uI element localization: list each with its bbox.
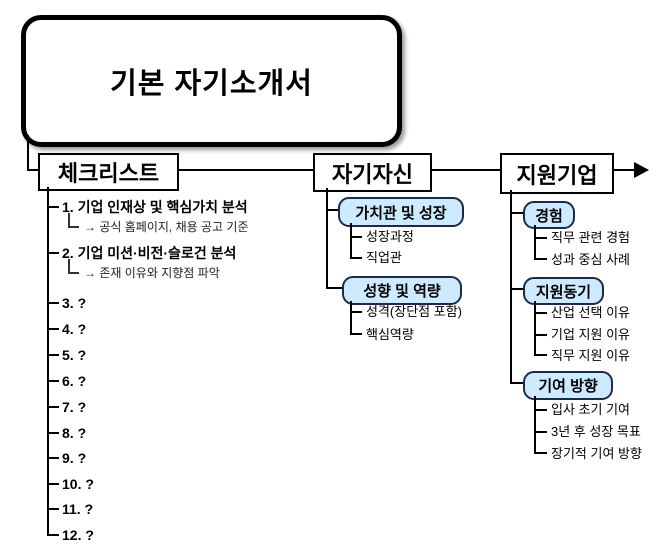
group-motivation: 지원동기 [523, 277, 604, 305]
sub-spine [350, 223, 352, 258]
root-connector-vertical [27, 135, 29, 171]
tick [47, 380, 59, 382]
group-experience: 경험 [523, 201, 575, 229]
checklist-item: 8. ? [62, 425, 87, 441]
checklist-item: 5. ? [62, 347, 87, 363]
tick [47, 457, 59, 459]
root-node-label: 기본 자기소개서 [110, 68, 313, 100]
tick [326, 209, 338, 211]
tick [47, 534, 59, 536]
group-experience-label: 경험 [535, 207, 563, 225]
checklist-item: 4. ? [62, 321, 87, 337]
group-contribution: 기여 방향 [523, 371, 613, 400]
checklist-item: 9. ? [62, 450, 87, 466]
tick [534, 334, 547, 336]
tick [534, 409, 547, 411]
leaf-item: 기업 지원 이유 [551, 327, 630, 342]
leaf-item: 산업 선택 이유 [551, 305, 630, 320]
checklist-item: 3. ? [62, 295, 87, 311]
leaf-item: 직업관 [366, 250, 402, 265]
group-values-growth-label: 가치관 및 성장 [355, 204, 447, 222]
checklist-item: 2. 기업 미션·비전·슬로건 분석 [62, 245, 237, 261]
leaf-item: 3년 후 성장 목표 [551, 424, 641, 439]
self-spine [326, 188, 328, 289]
tick [47, 483, 59, 485]
tick [47, 406, 59, 408]
leaf-item: 성과 중심 사례 [551, 252, 630, 267]
right-arrow-icon [634, 162, 649, 178]
checklist-item: 1. 기업 인재상 및 핵심가치 분석 [62, 199, 248, 215]
note-elbow [68, 213, 79, 228]
branch-checklist-label: 체크리스트 [57, 161, 160, 186]
branch-checklist-header: 체크리스트 [38, 153, 179, 191]
tick [534, 431, 547, 433]
checklist-item: 6. ? [62, 373, 87, 389]
tick [510, 212, 523, 214]
leaf-item: 직무 관련 경험 [551, 230, 630, 245]
branch-company-header: 지원기업 [500, 153, 614, 194]
tick [510, 288, 523, 290]
branch-self-header: 자기자신 [313, 153, 432, 192]
tick [534, 354, 547, 356]
tick [534, 452, 547, 454]
checklist-item-note: → 존재 이유와 지향점 파악 [84, 266, 220, 280]
leaf-item: 성장과정 [366, 229, 414, 244]
checklist-item: 12. ? [62, 527, 94, 543]
tick [350, 311, 362, 313]
tick [510, 382, 523, 384]
tick [47, 432, 59, 434]
tick [47, 328, 59, 330]
checklist-item-note: → 공식 홈페이지, 채용 공고 기준 [84, 220, 249, 234]
company-spine [510, 190, 512, 384]
tick [534, 237, 547, 239]
group-values-growth: 가치관 및 성장 [338, 197, 464, 227]
group-contribution-label: 기여 방향 [538, 378, 598, 395]
group-traits-competency-label: 성향 및 역량 [363, 283, 441, 300]
note-elbow [68, 259, 79, 274]
tick [534, 312, 547, 314]
root-node: 기본 자기소개서 [21, 15, 402, 147]
company-arrow-line [609, 169, 635, 171]
leaf-item: 장기적 기여 방향 [551, 446, 642, 461]
sub-spine [534, 396, 536, 454]
tick [350, 333, 362, 335]
leaf-item: 직무 지원 이유 [551, 348, 630, 363]
self-to-company-connector [428, 169, 500, 171]
group-motivation-label: 지원동기 [535, 283, 592, 301]
checklist-item: 10. ? [62, 476, 94, 492]
tick [534, 258, 547, 260]
checklist-item: 7. ? [62, 399, 87, 415]
branch-company-label: 지원기업 [516, 162, 598, 188]
leaf-item: 핵심역량 [366, 327, 414, 342]
checklist-spine [47, 187, 49, 536]
tick [47, 206, 59, 208]
checklist-to-self-connector [175, 169, 313, 171]
tick [47, 302, 59, 304]
tick [47, 508, 59, 510]
sub-spine [534, 301, 536, 356]
leaf-item: 성격(장단점 포함) [366, 304, 462, 319]
root-connector-horizontal [27, 169, 38, 171]
group-traits-competency: 성향 및 역량 [342, 276, 462, 305]
tick [47, 354, 59, 356]
sub-spine [350, 301, 352, 335]
leaf-item: 입사 초기 기여 [551, 402, 630, 417]
branch-self-label: 자기자신 [332, 161, 413, 187]
tick [350, 257, 362, 259]
tick [47, 252, 59, 254]
tick [326, 287, 342, 289]
tick [350, 236, 362, 238]
sub-spine [534, 225, 536, 260]
checklist-item: 11. ? [62, 501, 94, 517]
